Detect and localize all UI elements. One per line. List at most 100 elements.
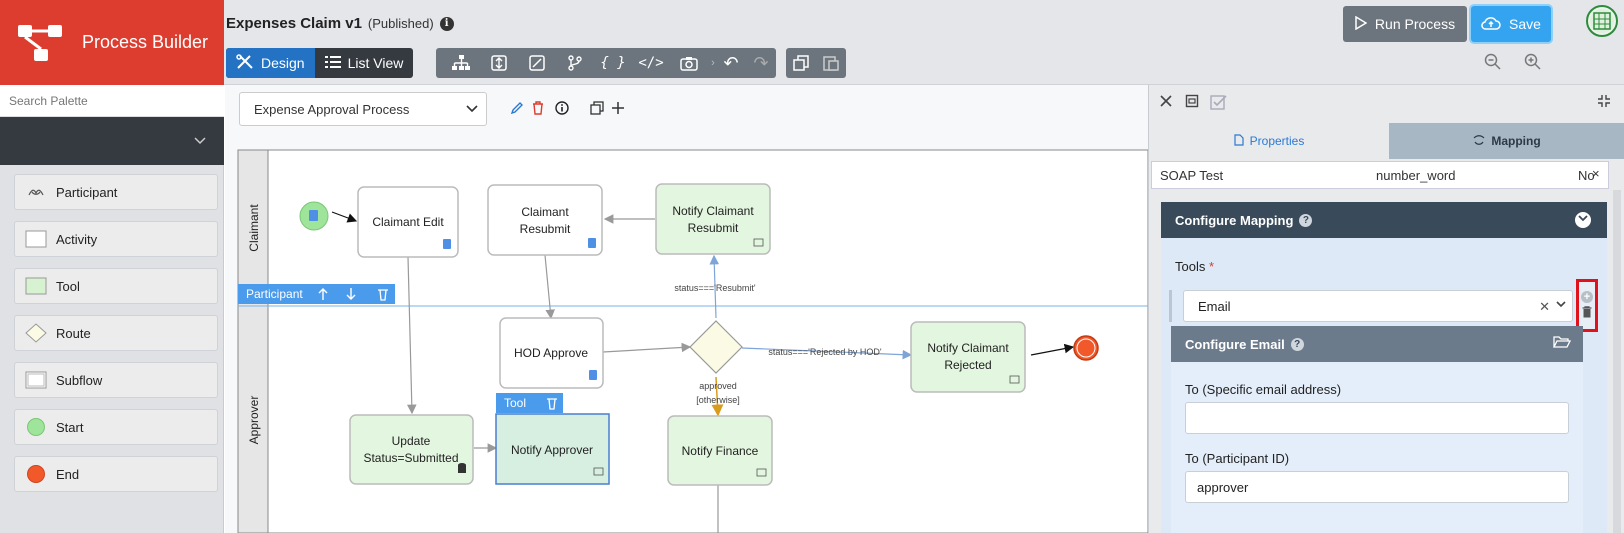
code-icon: </>: [638, 55, 664, 71]
node-label: Notify Claimant: [927, 341, 1009, 355]
lane-header-approver[interactable]: [237, 305, 269, 533]
process-select[interactable]: Expense Approval Process: [239, 92, 487, 126]
tool-notify-claimant-resubmit[interactable]: Notify Claimant Resubmit: [655, 183, 771, 255]
paste-button[interactable]: [816, 48, 846, 78]
help-icon[interactable]: ?: [1290, 337, 1304, 351]
palette-item-participant[interactable]: Participant: [14, 174, 218, 210]
tool-notify-claimant-rejected[interactable]: Notify Claimant Rejected: [910, 321, 1026, 393]
activity-icon: [24, 229, 48, 249]
close-icon[interactable]: [1159, 94, 1173, 112]
tool-notify-approver[interactable]: Notify Approver: [495, 413, 610, 485]
user-avatar[interactable]: [1586, 5, 1618, 37]
form-icon: [589, 370, 597, 380]
to-participant-input[interactable]: approver: [1185, 471, 1569, 503]
run-process-button[interactable]: Run Process: [1343, 6, 1467, 42]
panel-scrollbar[interactable]: [1613, 190, 1621, 533]
node-label: Notify Approver: [511, 443, 593, 457]
lane-header-claimant[interactable]: [237, 149, 269, 307]
save-button[interactable]: Save: [1471, 6, 1551, 42]
tab-mapping-label: Mapping: [1491, 134, 1541, 148]
palette-item-tool[interactable]: Tool: [14, 268, 218, 304]
to-email-label: To (Specific email address): [1185, 382, 1342, 397]
process-select-value: Expense Approval Process: [254, 101, 410, 117]
chevron-down-icon[interactable]: [1575, 212, 1591, 228]
context-row: SOAP Test number_word No ×: [1151, 161, 1609, 189]
remove-tool-trash-icon[interactable]: [1582, 305, 1592, 321]
delete-tool-trash-icon[interactable]: [547, 398, 557, 410]
activity-claimant-resubmit[interactable]: Claimant Resubmit: [487, 184, 603, 256]
zoom-out-icon[interactable]: [1484, 53, 1502, 76]
delete-participant-trash-icon[interactable]: [378, 289, 388, 301]
undo-button[interactable]: ↶: [716, 48, 746, 78]
redo-icon: ↷: [753, 52, 769, 73]
clear-selection-icon[interactable]: ✕: [1539, 299, 1550, 314]
tab-mapping[interactable]: Mapping: [1389, 123, 1624, 159]
process-canvas[interactable]: Expense Approval Process Claimant Approv…: [225, 85, 1148, 533]
start-node[interactable]: [299, 201, 329, 231]
palette-category-dropdown[interactable]: [0, 117, 224, 165]
process-info-icon[interactable]: [555, 101, 569, 118]
context-close-icon[interactable]: ×: [1592, 166, 1600, 181]
to-email-input[interactable]: [1185, 402, 1569, 434]
xpdl-button[interactable]: </>: [632, 48, 670, 78]
activity-claimant-edit[interactable]: Claimant Edit: [357, 186, 459, 258]
condition-resubmit: status==='Resubmit': [674, 283, 756, 293]
condition-approved: approved: [699, 381, 737, 391]
add-process-plus-icon[interactable]: [611, 101, 625, 118]
json-button[interactable]: { }: [594, 48, 632, 78]
top-toolbar: Expenses Claim v1 (Published) i Design L…: [224, 0, 1624, 85]
route-decision[interactable]: [689, 320, 743, 374]
window-icon[interactable]: [1185, 94, 1199, 112]
run-process-label: Run Process: [1374, 16, 1456, 32]
tool-notify-finance[interactable]: Notify Finance: [667, 415, 773, 486]
search-palette-input[interactable]: [0, 85, 224, 117]
paste-icon: [823, 56, 839, 71]
move-up-arrow-icon[interactable]: [318, 288, 328, 300]
checkbox-icon[interactable]: [1210, 94, 1228, 114]
auto-layout-button[interactable]: [442, 48, 480, 78]
context-col-2: number_word: [1376, 168, 1456, 183]
delete-process-trash-icon[interactable]: [532, 101, 544, 118]
palette-item-end[interactable]: End: [14, 456, 218, 492]
chevron-down-icon[interactable]: [1556, 299, 1566, 311]
list-view-button[interactable]: List View: [315, 48, 414, 78]
chevron-down-icon: [194, 133, 206, 148]
design-tab-button[interactable]: Design: [226, 48, 315, 78]
lane-label-approver: Approver: [247, 396, 261, 445]
tool-update-status[interactable]: Update Status=Submitted: [349, 414, 474, 485]
info-icon[interactable]: i: [439, 16, 454, 31]
copy-button[interactable]: [786, 48, 816, 78]
folder-open-icon[interactable]: [1552, 335, 1572, 353]
activity-hod-approve[interactable]: HOD Approve: [499, 317, 604, 389]
palette-item-activity[interactable]: Activity: [14, 221, 218, 257]
fit-button[interactable]: [480, 48, 518, 78]
screenshot-button[interactable]: [670, 48, 708, 78]
duplicate-process-copy-icon[interactable]: [590, 101, 604, 118]
configure-email-header[interactable]: Configure Email ?: [1171, 326, 1583, 362]
end-node[interactable]: [1073, 335, 1099, 361]
tab-properties[interactable]: Properties: [1149, 123, 1389, 159]
compress-icon[interactable]: [1597, 94, 1611, 112]
play-icon: [1355, 15, 1368, 33]
branch-button[interactable]: [556, 48, 594, 78]
document-icon: [1234, 133, 1244, 149]
envelope-icon: [1009, 375, 1020, 384]
list-view-label: List View: [347, 55, 404, 71]
node-label: Resubmit: [520, 222, 571, 236]
palette-item-subflow[interactable]: Subflow: [14, 362, 218, 398]
more-tools-chevron-icon[interactable]: ›: [711, 57, 715, 69]
start-icon: [24, 417, 48, 437]
move-down-arrow-icon[interactable]: [346, 288, 356, 300]
palette-item-start[interactable]: Start: [14, 409, 218, 445]
help-icon[interactable]: ?: [1299, 213, 1313, 227]
zoom-in-icon[interactable]: [1524, 53, 1542, 76]
image-button[interactable]: [518, 48, 556, 78]
edit-process-pencil-icon[interactable]: [510, 101, 524, 118]
palette-item-route[interactable]: Route: [14, 315, 218, 351]
panel-toolbar: [1149, 85, 1624, 123]
redo-button[interactable]: ↷: [746, 48, 776, 78]
configure-mapping-header[interactable]: Configure Mapping ?: [1161, 202, 1607, 238]
copy-paste-group: [786, 48, 846, 78]
tools-select[interactable]: Email ✕: [1183, 290, 1573, 322]
add-tool-plus-icon[interactable]: +: [1581, 290, 1593, 303]
